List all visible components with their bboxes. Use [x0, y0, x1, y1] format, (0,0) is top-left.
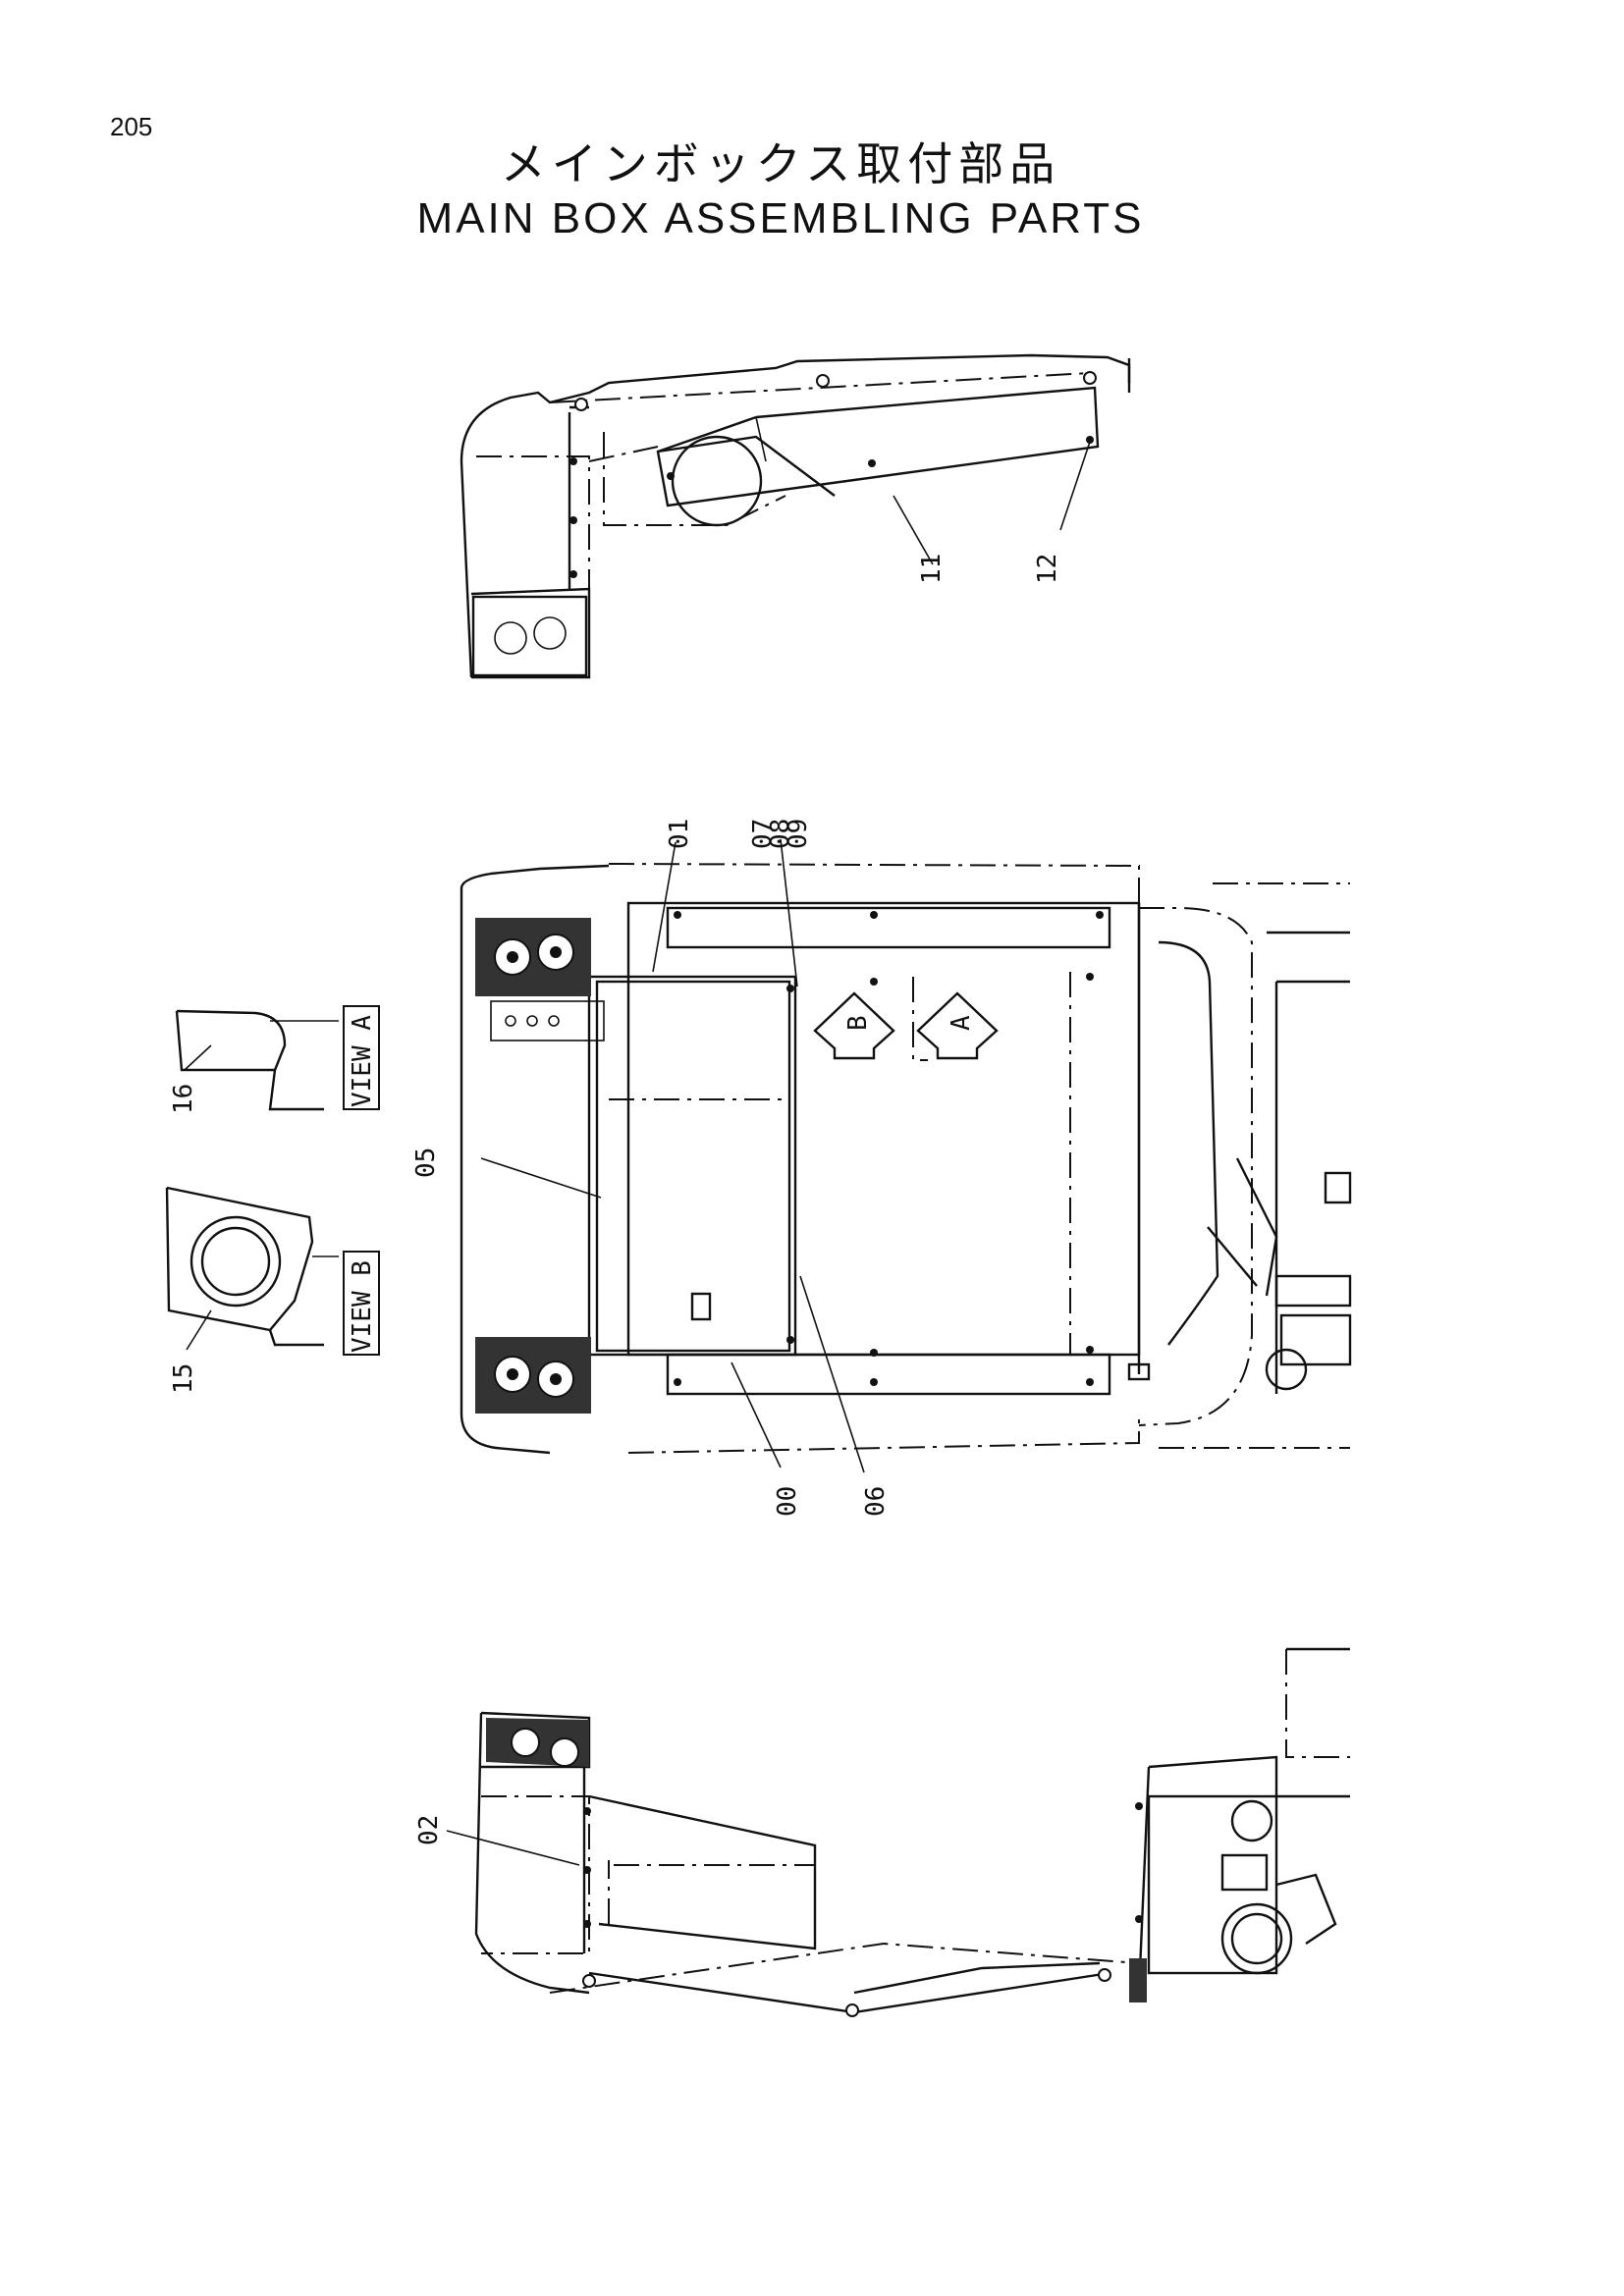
- view-b-label: VIEW B: [348, 1260, 377, 1353]
- view-b-detail: VIEW B: [165, 1186, 380, 1356]
- direction-arrow-a: A: [916, 991, 999, 1060]
- bottom-side-view: [474, 1647, 1350, 2017]
- part-label-05: 05: [411, 1148, 441, 1178]
- title-japanese: メインボックス取付部品: [500, 137, 1061, 190]
- part-label-01: 01: [665, 819, 694, 849]
- part-label-07: 07: [748, 819, 778, 849]
- page-number: 205: [110, 112, 153, 141]
- part-label-06: 06: [861, 1486, 891, 1517]
- part-label-00: 00: [773, 1486, 802, 1517]
- direction-arrow-b: B: [813, 991, 895, 1060]
- top-side-view: [460, 353, 1131, 679]
- page-title: メインボックス取付部品 MAIN BOX ASSEMBLING PARTS: [0, 135, 1561, 245]
- part-label-08: 08: [766, 819, 795, 849]
- part-label-16: 16: [169, 1084, 198, 1114]
- view-a-label: VIEW A: [348, 1015, 377, 1107]
- title-english: MAIN BOX ASSEMBLING PARTS: [416, 194, 1145, 242]
- part-label-15: 15: [169, 1363, 198, 1394]
- part-label-02: 02: [414, 1815, 444, 1845]
- svg-text:A: A: [947, 1015, 976, 1031]
- view-a-detail: VIEW A: [175, 1005, 380, 1111]
- part-label-12: 12: [1033, 554, 1062, 584]
- part-label-11: 11: [917, 554, 947, 584]
- middle-plan-view: [460, 863, 1352, 1455]
- part-label-09: 09: [784, 819, 813, 849]
- svg-text:B: B: [843, 1015, 873, 1031]
